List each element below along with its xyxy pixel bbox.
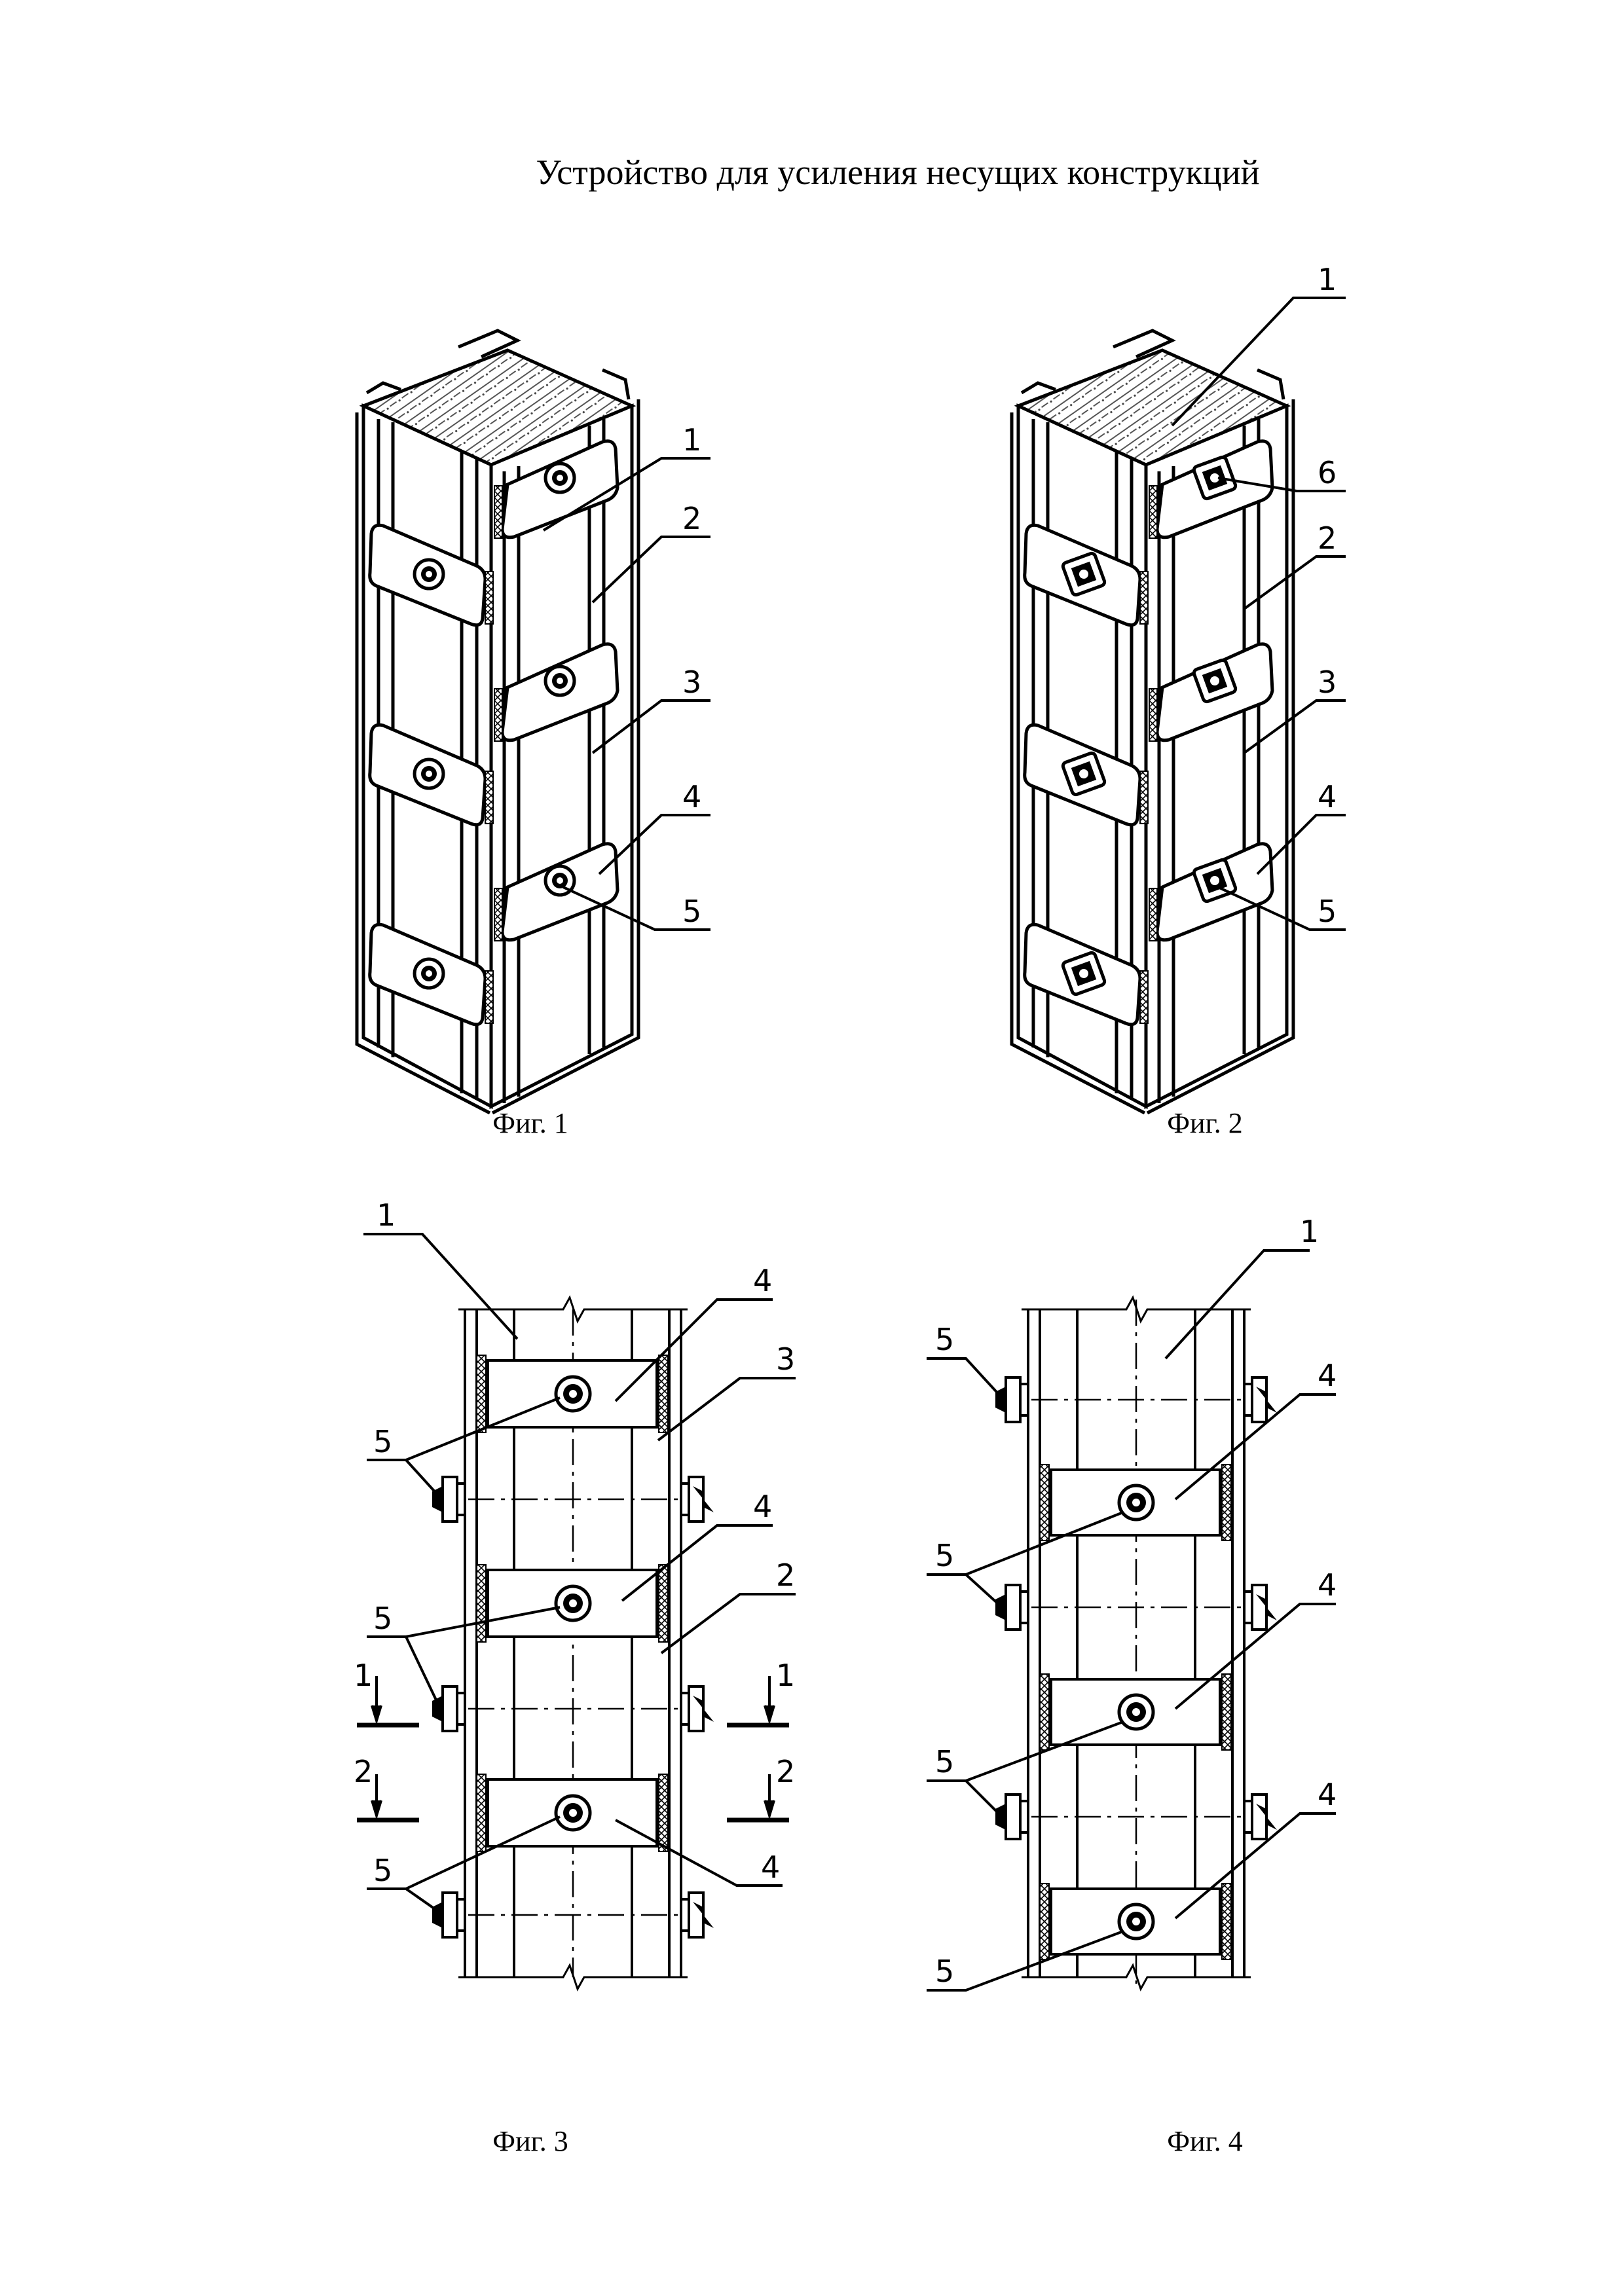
fig3-label-4-bottom: 4: [761, 1850, 780, 1885]
caption-fig-4: Фиг. 4: [1167, 2125, 1243, 2157]
fig4-label-5-a: 5: [935, 1322, 954, 1357]
figure-3-leaders: [357, 1233, 796, 1913]
fig3-label-5-top: 5: [373, 1424, 392, 1459]
section-label-1-right: 1: [776, 1658, 795, 1693]
fig3-label-5-mid: 5: [373, 1601, 392, 1636]
fig3-label-4-top: 4: [753, 1263, 772, 1298]
section-label-2-left: 2: [354, 1754, 373, 1789]
fig2-label-2: 2: [1318, 520, 1337, 556]
fig4-label-5-d: 5: [935, 1954, 954, 1989]
fig4-label-4-top: 4: [1318, 1358, 1337, 1393]
fig2-label-4: 4: [1318, 779, 1337, 814]
fig1-label-1: 1: [682, 422, 701, 458]
caption-fig-3: Фиг. 3: [492, 2125, 568, 2157]
fig2-label-5: 5: [1318, 894, 1337, 929]
fig1-label-5: 5: [682, 894, 701, 929]
figure-4-front-elevation: [1022, 1295, 1251, 1992]
fig2-label-1: 1: [1318, 262, 1337, 297]
caption-fig-2: Фиг. 2: [1167, 1107, 1243, 1139]
fig3-label-3: 3: [776, 1341, 795, 1377]
fig3-label-4-mid: 4: [753, 1489, 772, 1524]
drawing-title: Устройство для усиления несущих конструк…: [536, 153, 1260, 192]
figure-2-leaders: [1171, 297, 1346, 931]
figure-3-front-elevation: [458, 1295, 688, 1992]
fig2-label-3: 3: [1318, 665, 1337, 700]
fig4-label-4-bottom: 4: [1318, 1777, 1337, 1812]
figure-1-leaders: [542, 457, 710, 931]
fig1-label-3: 3: [682, 665, 701, 700]
fig1-label-4: 4: [682, 779, 701, 814]
fig4-label-5-b: 5: [935, 1538, 954, 1573]
fig4-label-1: 1: [1300, 1214, 1319, 1249]
fig3-label-1: 1: [377, 1197, 396, 1233]
fig4-label-4-mid: 4: [1318, 1567, 1337, 1603]
fig2-label-6: 6: [1318, 455, 1337, 490]
fig3-label-2: 2: [776, 1558, 795, 1593]
section-label-2-right: 2: [776, 1754, 795, 1789]
fig3-label-5-bottom: 5: [373, 1853, 392, 1888]
section-label-1-left: 1: [354, 1658, 373, 1693]
fig4-label-5-c: 5: [935, 1744, 954, 1779]
caption-fig-1: Фиг. 1: [492, 1107, 568, 1139]
figure-4-leaders: [927, 1249, 1336, 1992]
fig1-label-2: 2: [682, 501, 701, 536]
